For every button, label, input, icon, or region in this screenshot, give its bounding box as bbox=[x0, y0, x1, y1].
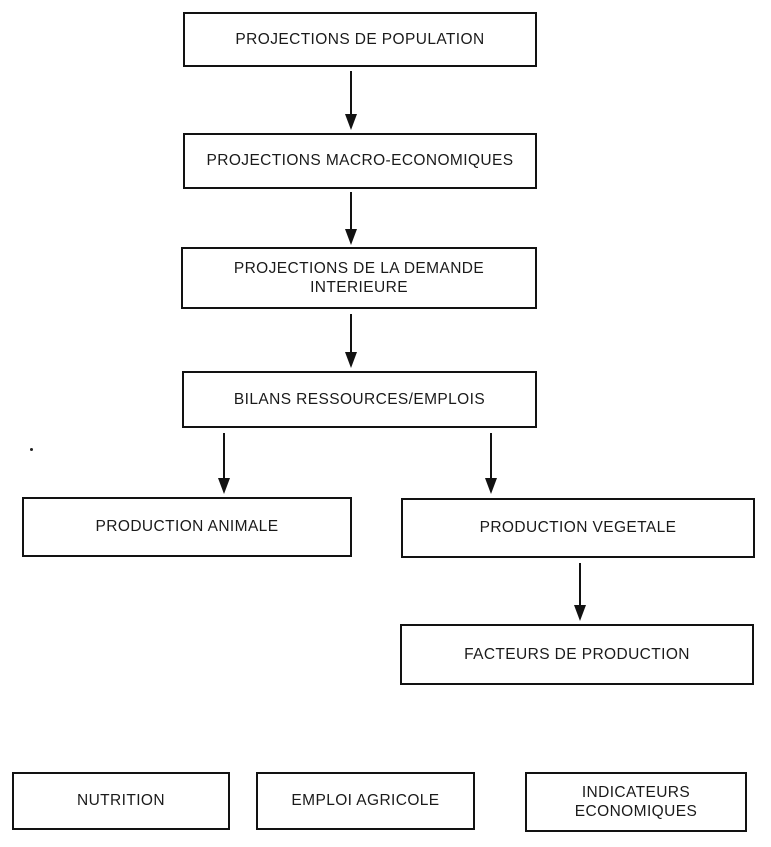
arrow-vegetale-to-facteurs bbox=[573, 563, 587, 621]
box-projections-demande-interieure: PROJECTIONS DE LA DEMANDE INTERIEURE bbox=[181, 247, 537, 309]
arrow-shaft bbox=[350, 314, 352, 354]
arrow-shaft bbox=[350, 192, 352, 231]
scan-speck bbox=[30, 448, 33, 451]
box-facteurs-de-production: FACTEURS DE PRODUCTION bbox=[400, 624, 754, 685]
arrow-demande-to-bilans bbox=[344, 314, 358, 368]
box-nutrition: NUTRITION bbox=[12, 772, 230, 830]
arrow-head-icon bbox=[574, 605, 586, 621]
box-label: FACTEURS DE PRODUCTION bbox=[464, 645, 690, 663]
box-label: PROJECTIONS DE LA DEMANDE INTERIEURE bbox=[233, 259, 485, 296]
arrow-macro-to-demande bbox=[344, 192, 358, 245]
arrow-shaft bbox=[223, 433, 225, 480]
box-projections-macro-economiques: PROJECTIONS MACRO-ECONOMIQUES bbox=[183, 133, 537, 189]
arrow-bilans-to-production-vegetale bbox=[484, 433, 498, 494]
box-label: PRODUCTION VEGETALE bbox=[479, 519, 677, 537]
box-label: NUTRITION bbox=[77, 792, 165, 810]
box-production-vegetale: PRODUCTION VEGETALE bbox=[401, 498, 755, 558]
arrow-population-to-macro bbox=[344, 71, 358, 130]
arrow-shaft bbox=[579, 563, 581, 607]
box-label: PRODUCTION ANIMALE bbox=[95, 518, 279, 536]
box-label: INDICATEURS ECONOMIQUES bbox=[574, 783, 698, 820]
box-bilans-ressources-emplois: BILANS RESSOURCES/EMPLOIS bbox=[182, 371, 537, 428]
arrow-head-icon bbox=[218, 478, 230, 494]
arrow-head-icon bbox=[345, 352, 357, 368]
arrow-head-icon bbox=[485, 478, 497, 494]
arrow-shaft bbox=[350, 71, 352, 116]
arrow-head-icon bbox=[345, 114, 357, 130]
box-projections-population: PROJECTIONS DE POPULATION bbox=[183, 12, 537, 67]
box-emploi-agricole: EMPLOI AGRICOLE bbox=[256, 772, 475, 830]
box-label: PROJECTIONS MACRO-ECONOMIQUES bbox=[206, 152, 514, 170]
box-production-animale: PRODUCTION ANIMALE bbox=[22, 497, 352, 557]
arrow-head-icon bbox=[345, 229, 357, 245]
box-label: EMPLOI AGRICOLE bbox=[291, 792, 440, 810]
arrow-shaft bbox=[490, 433, 492, 480]
box-indicateurs-economiques: INDICATEURS ECONOMIQUES bbox=[525, 772, 747, 832]
box-label: BILANS RESSOURCES/EMPLOIS bbox=[233, 390, 486, 408]
arrow-bilans-to-production-animale bbox=[217, 433, 231, 494]
box-label: PROJECTIONS DE POPULATION bbox=[235, 30, 485, 48]
